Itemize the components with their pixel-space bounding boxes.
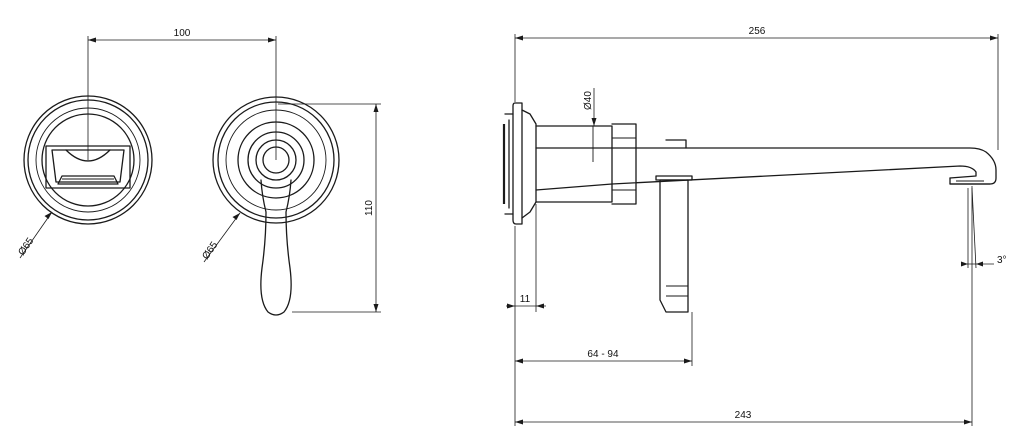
- dim-plate-thickness-label: 11: [520, 294, 531, 305]
- side-dimensions: 256 Ø40 11 64 - 94 243 3°: [506, 26, 1007, 426]
- diverter-knob: [45, 145, 131, 189]
- dim-wall-depth-label: 64 - 94: [587, 349, 619, 360]
- dim-spout-length-label: 243: [735, 410, 752, 421]
- dim-height-label: 110: [364, 200, 375, 216]
- dim-body-diameter-label: Ø40: [583, 91, 594, 110]
- side-lever: [655, 175, 693, 313]
- dim-angle-label: 3°: [997, 255, 1007, 266]
- dim-mixer-diameter-label: Ø65: [200, 240, 220, 262]
- spout: [535, 139, 997, 191]
- side-view: [502, 102, 997, 313]
- front-dimensions: 100 110 Ø65 Ø65: [16, 28, 381, 313]
- wall-plate: [502, 102, 537, 225]
- mixer-body: [535, 123, 637, 205]
- dim-overall-length-label: 256: [749, 26, 766, 37]
- mixer-lever: [260, 179, 292, 316]
- dim-spacing-label: 100: [174, 28, 191, 39]
